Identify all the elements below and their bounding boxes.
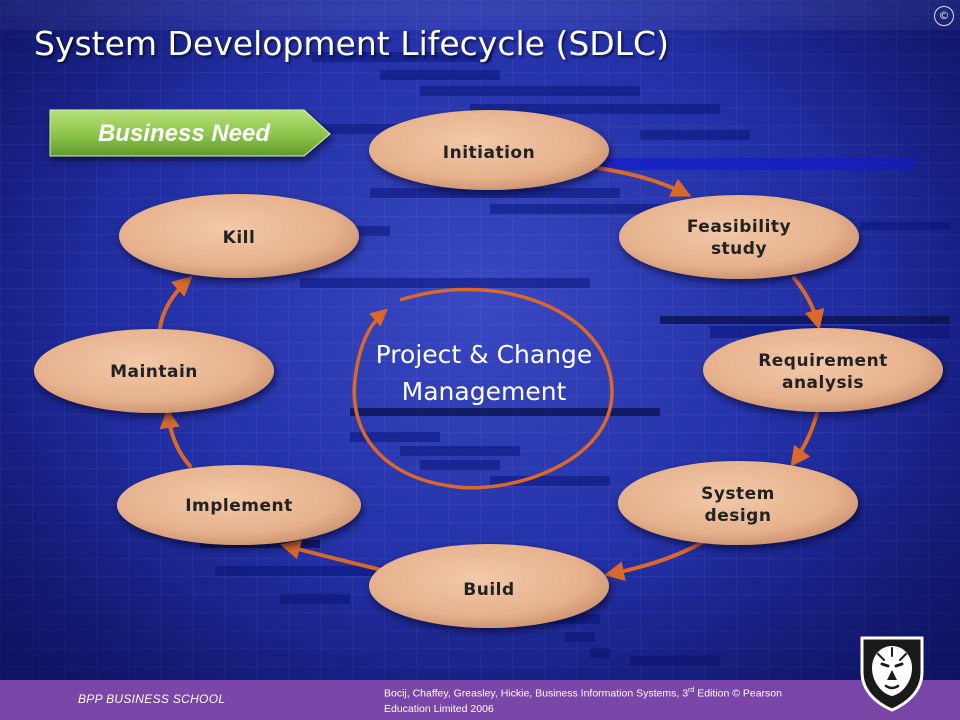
arrow-feasibility-to-requirement <box>792 276 825 330</box>
footer-school-name: BPP BUSINESS SCHOOL <box>78 692 226 706</box>
project-change-cycle: Project & Change Management <box>352 287 614 490</box>
center-label-line2: Management <box>402 377 567 406</box>
center-label-line1: Project & Change <box>376 340 593 369</box>
citation-superscript: rd <box>688 687 695 694</box>
arrow-implement-to-maintain <box>159 408 192 468</box>
lion-shield-icon <box>860 636 924 712</box>
arrow-build-to-implement <box>280 539 392 574</box>
node-design-label-line2: design <box>705 506 772 526</box>
node-requirement-label-line1: Requirement <box>758 351 888 371</box>
arrow-design-to-build <box>604 538 708 582</box>
node-maintain: Maintain <box>34 329 274 413</box>
node-feasibility-label-line2: study <box>711 239 767 259</box>
footer-citation: Bocij, Chaffey, Greasley, Hickie, Busine… <box>384 683 824 717</box>
node-implement: Implement <box>117 465 361 545</box>
node-initiation-label: Initiation <box>443 143 535 163</box>
citation-text-post: Edition © Pearson Education Limited 2006 <box>384 687 782 715</box>
node-design-label-line1: System <box>701 484 775 504</box>
node-build-label: Build <box>463 580 514 600</box>
copyright-icon: © <box>934 6 954 26</box>
arrow-maintain-to-kill <box>158 275 193 330</box>
node-build: Build <box>369 544 609 628</box>
node-feasibility-study: Feasibility study <box>619 195 859 279</box>
arrow-initiation-to-feasibility <box>596 166 692 197</box>
node-maintain-label: Maintain <box>110 362 198 382</box>
arrow-requirement-to-design <box>790 408 820 467</box>
center-cycle-arrow <box>352 287 614 490</box>
business-need-banner: Business Need <box>49 109 331 157</box>
business-need-label: Business Need <box>98 120 271 147</box>
slide-title: System Development Lifecycle (SDLC) <box>34 24 669 63</box>
node-kill-label: Kill <box>223 228 256 248</box>
node-feasibility-label-line1: Feasibility <box>687 217 791 237</box>
node-implement-label: Implement <box>185 496 293 516</box>
citation-text-pre: Bocij, Chaffey, Greasley, Hickie, Busine… <box>384 687 689 700</box>
node-initiation: Initiation <box>369 110 609 190</box>
footer-bar: BPP BUSINESS SCHOOL Bocij, Chaffey, Grea… <box>0 680 960 720</box>
node-requirement-label-line2: analysis <box>782 373 864 393</box>
node-system-design: System design <box>618 461 858 545</box>
node-kill: Kill <box>119 194 359 278</box>
node-requirement-analysis: Requirement analysis <box>703 328 943 412</box>
